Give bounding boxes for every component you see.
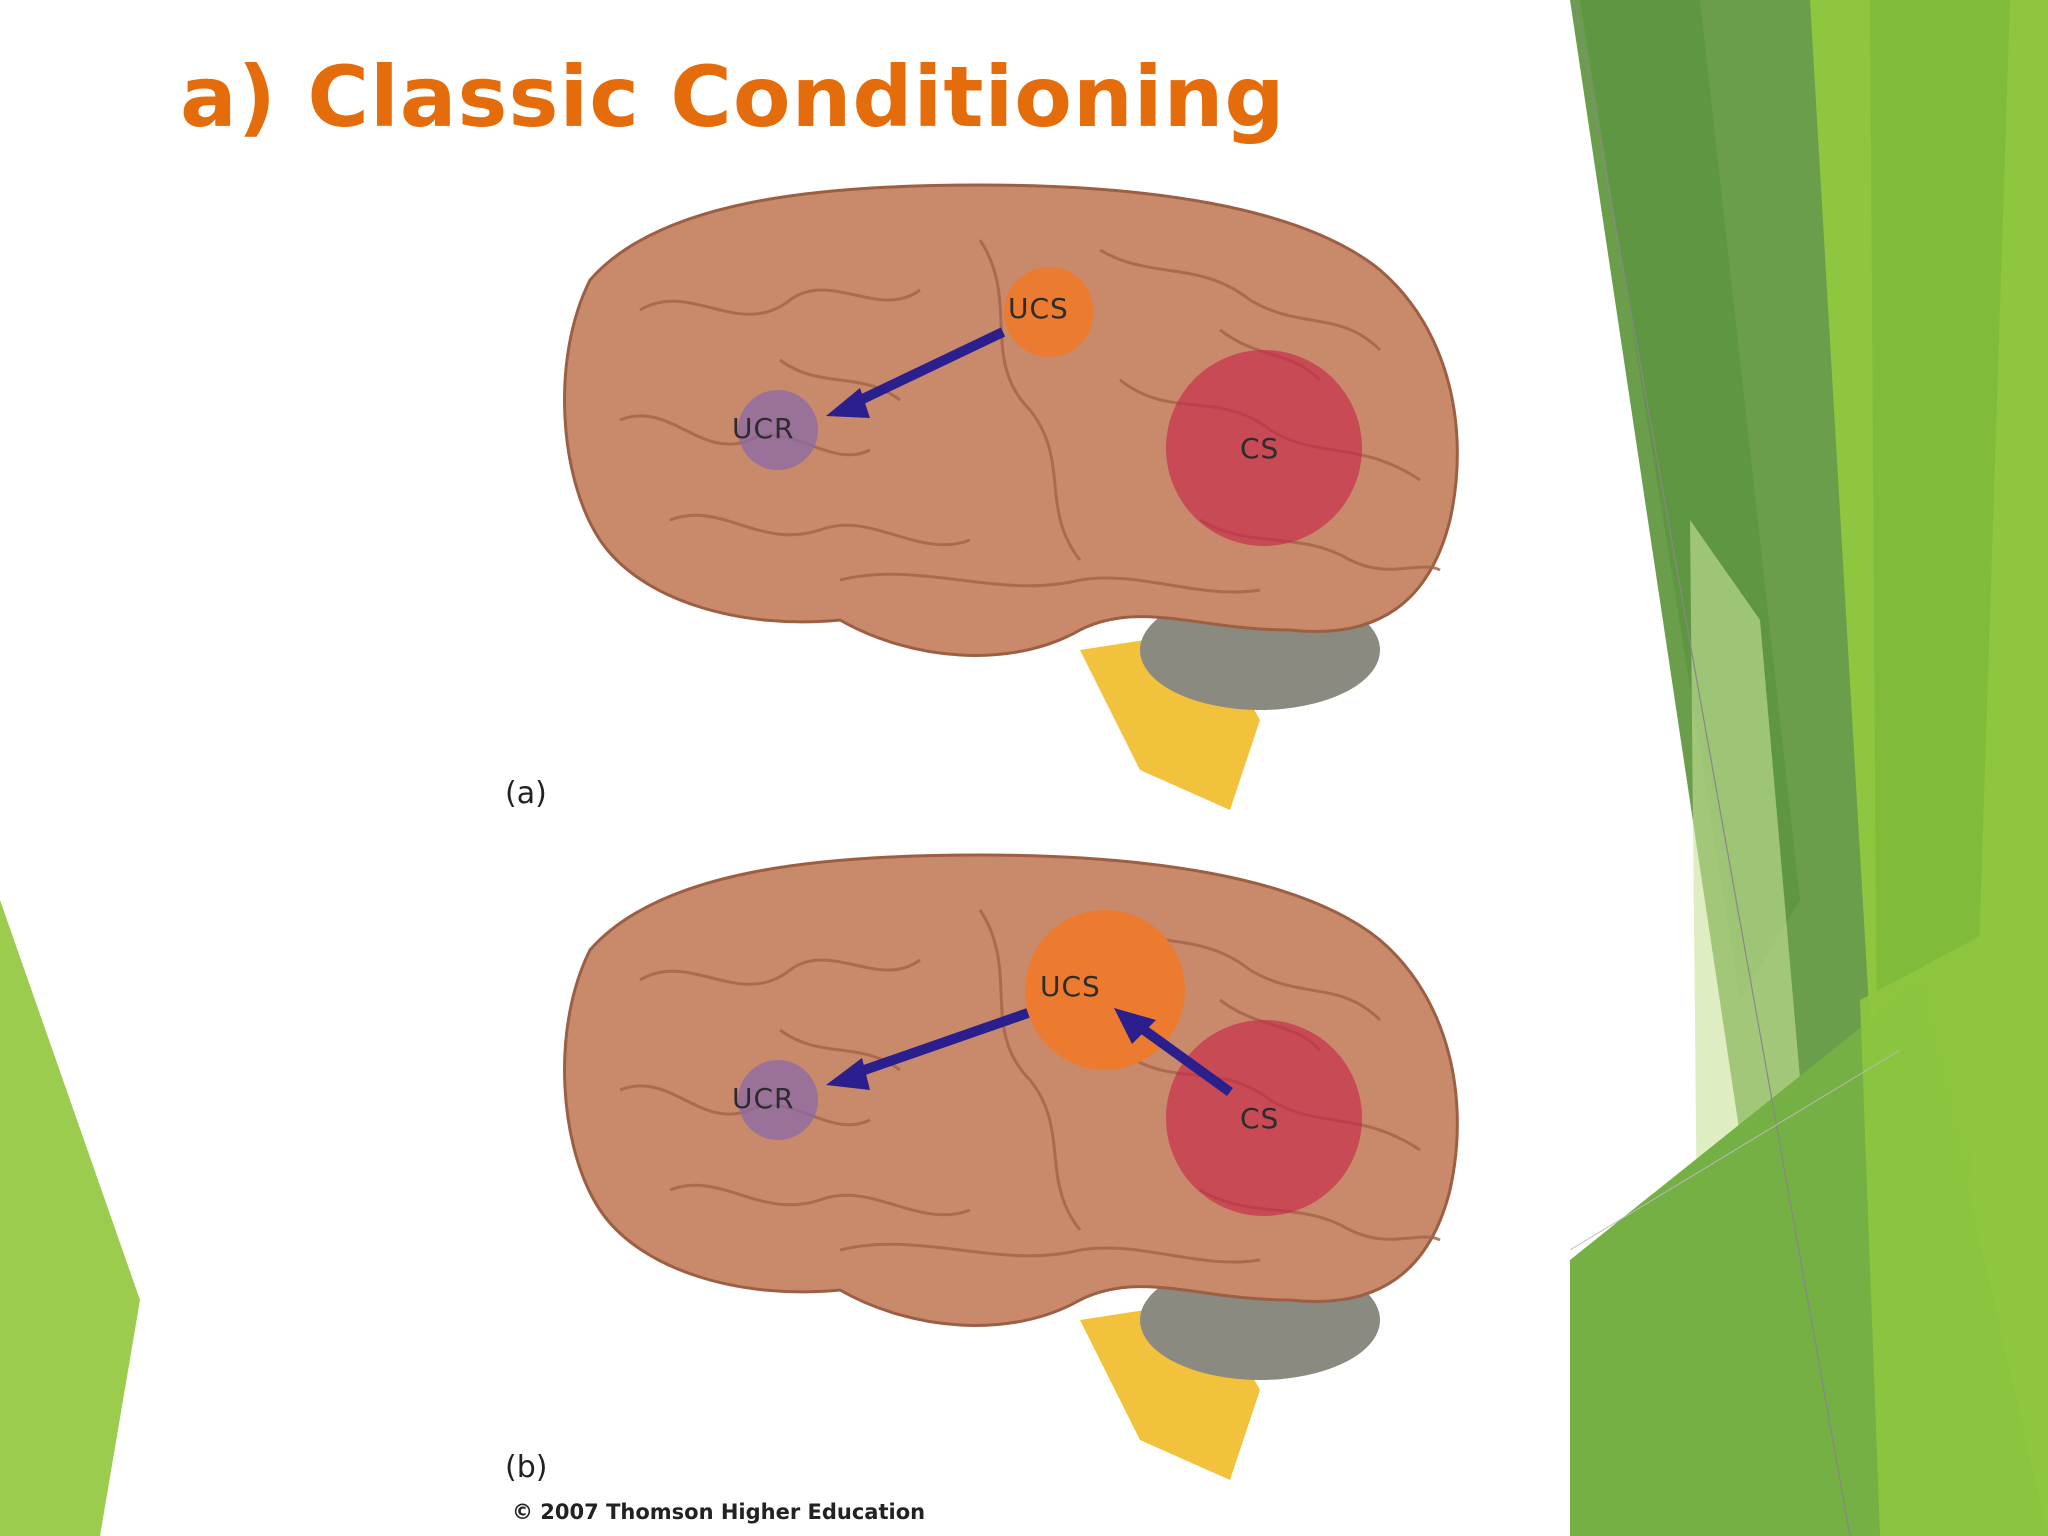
ucs-to-ucr-arrow <box>848 1008 1030 1080</box>
copyright-notice: © 2007 Thomson Higher Education <box>512 1500 926 1524</box>
panel-a-label: (a) <box>505 776 547 811</box>
ucr-label: UCR <box>732 1082 795 1115</box>
cs-to-ucs-arrow <box>1130 1017 1233 1097</box>
brain-diagram-a: UCS UCR CS (a) <box>220 160 1570 840</box>
panel-b-label: (b) <box>505 1450 548 1485</box>
slide-title: a) Classic Conditioning <box>180 48 1286 146</box>
cs-region <box>1166 1020 1362 1216</box>
ucs-region <box>1004 267 1094 357</box>
cs-label: CS <box>1240 1102 1280 1135</box>
cs-label: CS <box>1240 432 1280 465</box>
ucr-label: UCR <box>732 412 795 445</box>
ucr-region <box>738 390 818 470</box>
ucs-label: UCS <box>1040 970 1101 1003</box>
brain-diagram-b: UCS UCR CS (b) <box>220 830 1570 1510</box>
brain-illustration-a <box>563 183 1459 810</box>
cs-region <box>1166 350 1362 546</box>
ucr-region <box>738 1060 818 1140</box>
ucs-label: UCS <box>1008 292 1069 325</box>
brain-illustration-b <box>563 853 1459 1480</box>
ucs-to-ucr-arrow <box>847 327 1006 410</box>
